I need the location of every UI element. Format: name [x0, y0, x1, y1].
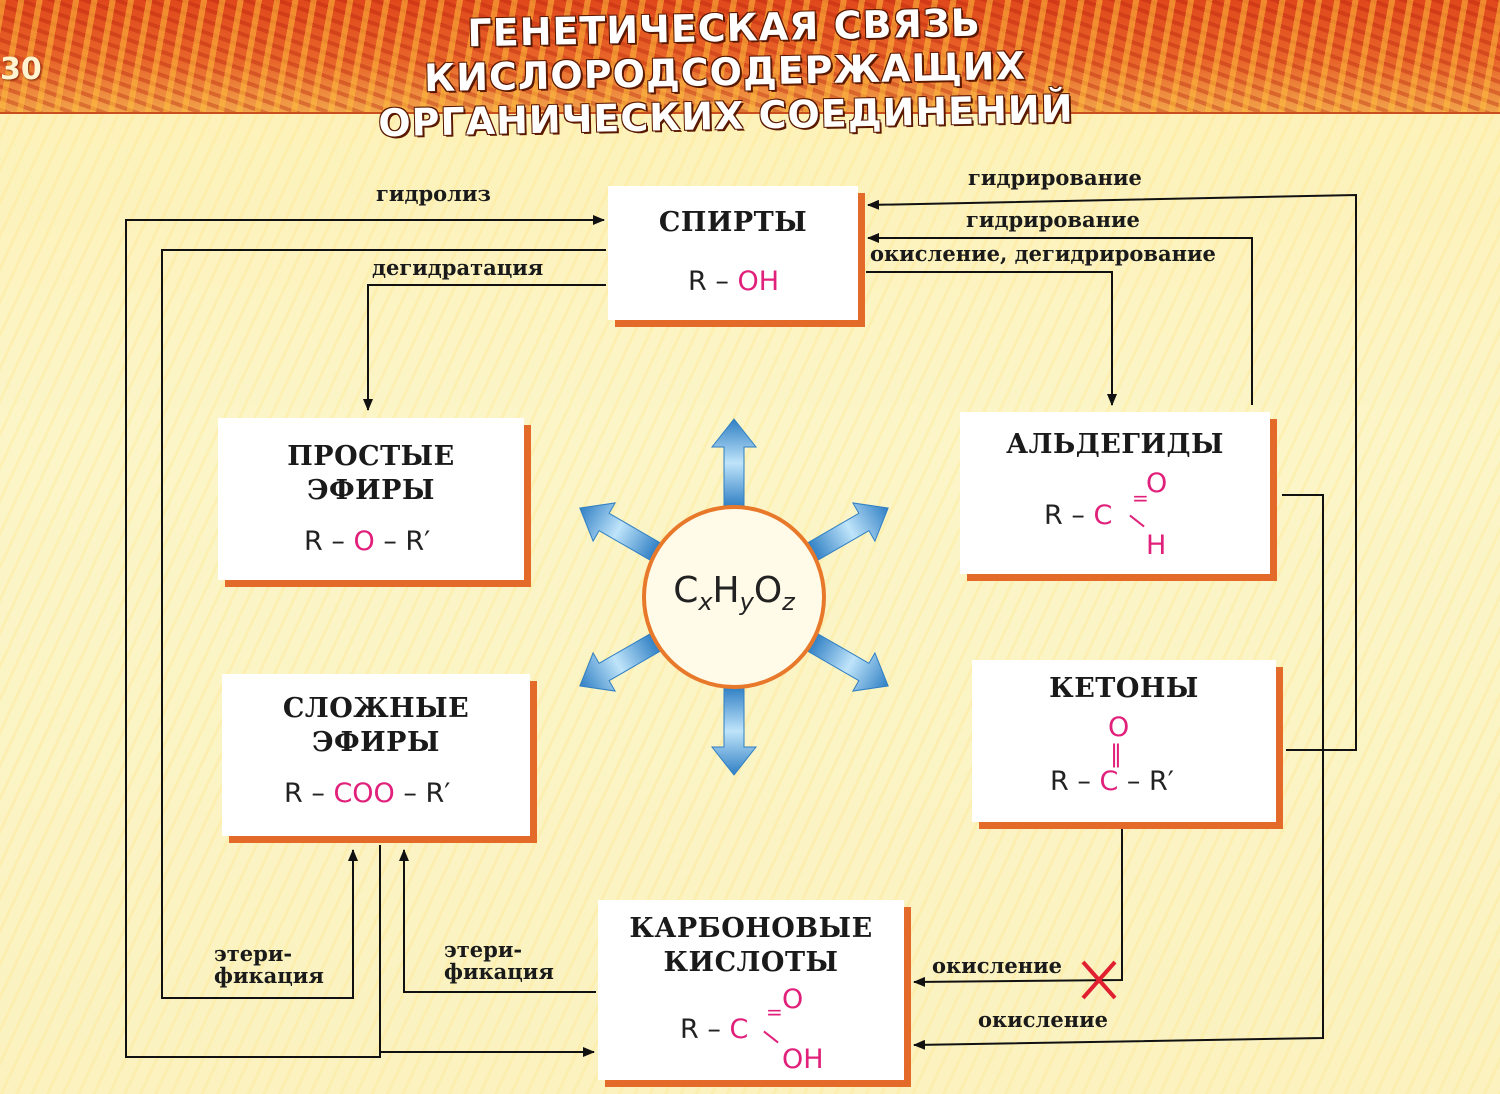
acids-oh: OH: [782, 1044, 824, 1075]
page-number: 30: [0, 52, 42, 87]
esters-formula: R – COO – R′: [284, 778, 451, 809]
oxidation-ketone-acid-line: [913, 828, 1123, 987]
acids-title-line-2: КИСЛОТЫ: [663, 947, 839, 978]
aldehydes-box: АЛЬДЕГИДЫ R – C = O H: [960, 412, 1270, 574]
acids-title-line-1: КАРБОНОВЫЕ: [629, 913, 873, 944]
aldehydes-h: H: [1146, 530, 1167, 561]
label-esterification-2b: фикация: [444, 959, 554, 984]
ethers-title-line-2: ЭФИРЫ: [307, 475, 435, 506]
esterification-line-2: [399, 849, 596, 993]
blue-arrow-down-icon: [710, 686, 758, 776]
label-hydrogenation-2: гидрирование: [966, 207, 1140, 232]
aldehydes-eq: =: [1132, 486, 1149, 510]
acids-formula: R – C: [680, 1014, 749, 1045]
alcohol-to-acids-line: [161, 249, 606, 999]
label-esterification-1a: этери-: [214, 941, 293, 966]
label-dehydration: дегидратация: [372, 255, 544, 280]
label-oxidation-dehydrogenation: окисление, дегидрирование: [870, 241, 1216, 266]
hydrogenation-line-1: [867, 193, 1357, 751]
ketones-title: КЕТОНЫ: [1049, 673, 1199, 704]
hydrolysis-line: [125, 215, 605, 1058]
ketones-double-bond: ‖: [1110, 740, 1122, 768]
general-formula-circle: [642, 505, 826, 689]
oxidation-aldehyde-acid-line: [913, 494, 1324, 1050]
alcohols-formula: R – OH: [688, 266, 780, 297]
aldehydes-title: АЛЬДЕГИДЫ: [1006, 429, 1224, 460]
ethers-title-line-1: ПРОСТЫЕ: [287, 441, 455, 472]
hydrogenation-line-2: [867, 233, 1253, 405]
carboxylic-acids-box: КАРБОНОВЫЕ КИСЛОТЫ R – C = O OH: [598, 900, 904, 1080]
esters-title-line-2: ЭФИРЫ: [312, 727, 440, 758]
ketones-o: O: [1108, 712, 1130, 743]
esters-box: СЛОЖНЫЕ ЭФИРЫ R – COO – R′: [222, 674, 530, 836]
esters-title-line-1: СЛОЖНЫЕ: [282, 693, 470, 724]
alcohols-box: СПИРТЫ R – OH: [608, 186, 858, 320]
ethers-box: ПРОСТЫЕ ЭФИРЫ R – O – R′: [218, 418, 524, 580]
ketones-formula: R – C – R′: [1050, 766, 1174, 797]
radiating-arrows: [579, 418, 889, 776]
aldehydes-h-bond: [1129, 514, 1145, 528]
general-formula: CxHyOz: [673, 570, 795, 617]
aldehydes-formula: R – C: [1044, 500, 1113, 531]
header-band: [0, 0, 1500, 114]
blocked-cross-icon: [1081, 960, 1117, 1000]
ethers-formula: R – O – R′: [304, 526, 431, 557]
dehydration-line: [363, 284, 606, 411]
blue-arrow-up-icon: [710, 418, 758, 508]
label-oxidation-1: окисление: [932, 953, 1063, 978]
oxidation-dehydrogenation-line: [866, 271, 1117, 406]
label-oxidation-2: окисление: [978, 1007, 1109, 1032]
acids-o: O: [782, 984, 804, 1015]
acids-oh-bond: [763, 1030, 779, 1044]
alcohols-title: СПИРТЫ: [658, 207, 808, 238]
aldehydes-o: O: [1146, 468, 1168, 499]
blue-arrow-upper-right-icon: [806, 502, 889, 562]
blue-arrow-lower-right-icon: [806, 632, 889, 692]
label-hydrolysis: гидролиз: [376, 181, 491, 206]
blue-arrow-upper-left-icon: [579, 502, 662, 562]
acids-eq: =: [766, 1000, 783, 1024]
ketones-box: КЕТОНЫ O ‖ R – C – R′: [972, 660, 1276, 822]
label-esterification-2a: этери-: [444, 937, 523, 962]
label-esterification-1b: фикация: [214, 963, 324, 988]
blue-arrow-lower-left-icon: [579, 632, 662, 692]
label-hydrogenation-1: гидрирование: [968, 165, 1142, 190]
